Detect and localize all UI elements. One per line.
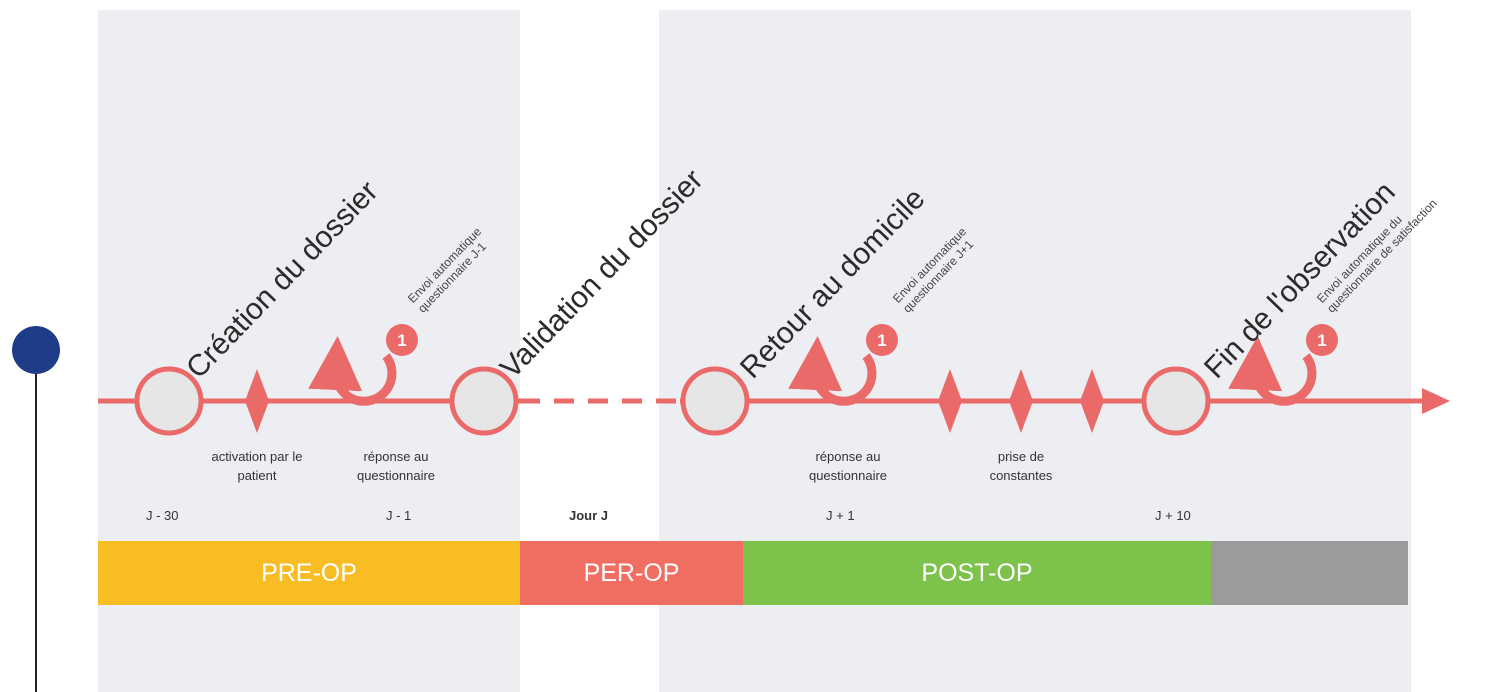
event-reponse-pre: réponse au questionnaire [336, 447, 456, 485]
event-constantes: prise de constantes [961, 447, 1081, 485]
diamond-constantes-2 [1009, 369, 1033, 433]
event-reponse-post-line2: questionnaire [808, 468, 888, 483]
phase-per-op: PER-OP [520, 541, 743, 605]
badge-circle-2 [866, 324, 898, 356]
node-creation [134, 366, 204, 436]
event-constantes-line2: constantes [989, 468, 1053, 483]
refresh-loop-icon-3: 1 [1228, 324, 1338, 406]
timeline-arrowhead [1422, 388, 1450, 414]
badge-circle-1 [386, 324, 418, 356]
diamond-constantes-3 [1080, 369, 1104, 433]
event-reponse-pre-line2: questionnaire [356, 468, 436, 483]
event-constantes-line1: prise de [997, 449, 1045, 464]
left-blue-dot [12, 326, 60, 374]
day-jour-j: Jour J [569, 508, 609, 523]
node-retour [680, 366, 750, 436]
event-activation-line2: patient [237, 468, 277, 483]
day-j-plus-1: J + 1 [826, 508, 855, 523]
phase-pre-op: PRE-OP [98, 541, 520, 605]
diamond-activation [245, 369, 269, 433]
event-reponse-post-line1: réponse au [815, 449, 881, 464]
event-reponse-pre-line1: réponse au [363, 449, 429, 464]
day-j-minus-30: J - 30 [146, 508, 179, 523]
refresh-loop-icon-2: 1 [788, 324, 898, 406]
badge-number-1: 1 [397, 331, 406, 350]
event-reponse-post: réponse au questionnaire [788, 447, 908, 485]
badge-number-2: 1 [877, 331, 886, 350]
day-j-plus-10: J + 10 [1155, 508, 1191, 523]
badge-circle-3 [1306, 324, 1338, 356]
phase-post-op: POST-OP [743, 541, 1211, 605]
node-validation [449, 366, 519, 436]
day-j-minus-1: J - 1 [386, 508, 412, 523]
node-fin [1141, 366, 1211, 436]
event-activation-line1: activation par le [211, 449, 303, 464]
refresh-loop-icon-1: 1 [308, 324, 418, 406]
phase-end [1211, 541, 1408, 605]
badge-number-3: 1 [1317, 331, 1326, 350]
diamond-constantes-1 [938, 369, 962, 433]
event-activation: activation par le patient [187, 447, 327, 485]
